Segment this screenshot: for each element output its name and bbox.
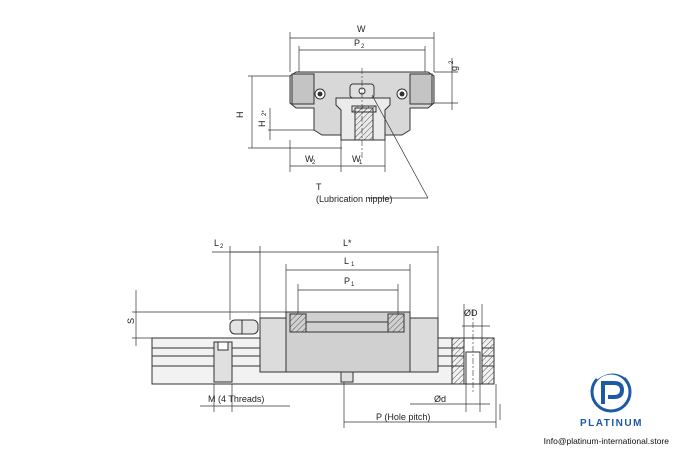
svg-text:(Lubrication nipple): (Lubrication nipple) [316, 194, 393, 204]
footer-email: Info@platinum-international.store [543, 436, 669, 446]
svg-text:W: W [305, 154, 314, 164]
end-view-labels: W P 2 g 2 H H 2* W 2 W 1 T (Lubrication … [235, 24, 459, 204]
svg-text:S: S [126, 318, 136, 324]
svg-text:P (Hole pitch): P (Hole pitch) [376, 412, 430, 422]
svg-text:P: P [354, 38, 360, 48]
svg-text:L*: L* [343, 238, 352, 248]
svg-text:P: P [344, 276, 350, 286]
svg-text:Ød: Ød [434, 394, 446, 404]
svg-text:H: H [235, 112, 245, 119]
svg-text:1: 1 [359, 160, 363, 166]
svg-text:g: g [449, 66, 459, 71]
svg-text:2: 2 [449, 60, 455, 64]
svg-text:2: 2 [361, 44, 365, 50]
side-view-labels: L 2 L* L 1 P 1 S ØD M (4 Threads) Ød P (… [126, 238, 478, 422]
svg-text:T: T [316, 182, 322, 192]
svg-text:2*: 2* [262, 110, 268, 116]
svg-text:2: 2 [312, 160, 316, 166]
platinum-logo: PLATINUM [580, 369, 643, 429]
svg-text:W: W [357, 24, 366, 34]
svg-text:L: L [214, 238, 219, 248]
svg-text:W: W [352, 154, 361, 164]
svg-text:1: 1 [351, 262, 355, 268]
end-view [289, 68, 435, 160]
svg-text:H: H [257, 121, 267, 128]
logo-brand: PLATINUM [580, 418, 643, 429]
lub-nipple-side [229, 319, 259, 335]
end-view-dimensions [248, 32, 458, 199]
side-view [151, 310, 495, 392]
svg-text:ØD: ØD [464, 308, 478, 318]
svg-text:1: 1 [351, 282, 355, 288]
side-view-dimensions [132, 246, 501, 428]
svg-text:L: L [344, 256, 349, 266]
svg-text:M (4 Threads): M (4 Threads) [208, 394, 264, 404]
svg-text:2: 2 [220, 244, 224, 250]
